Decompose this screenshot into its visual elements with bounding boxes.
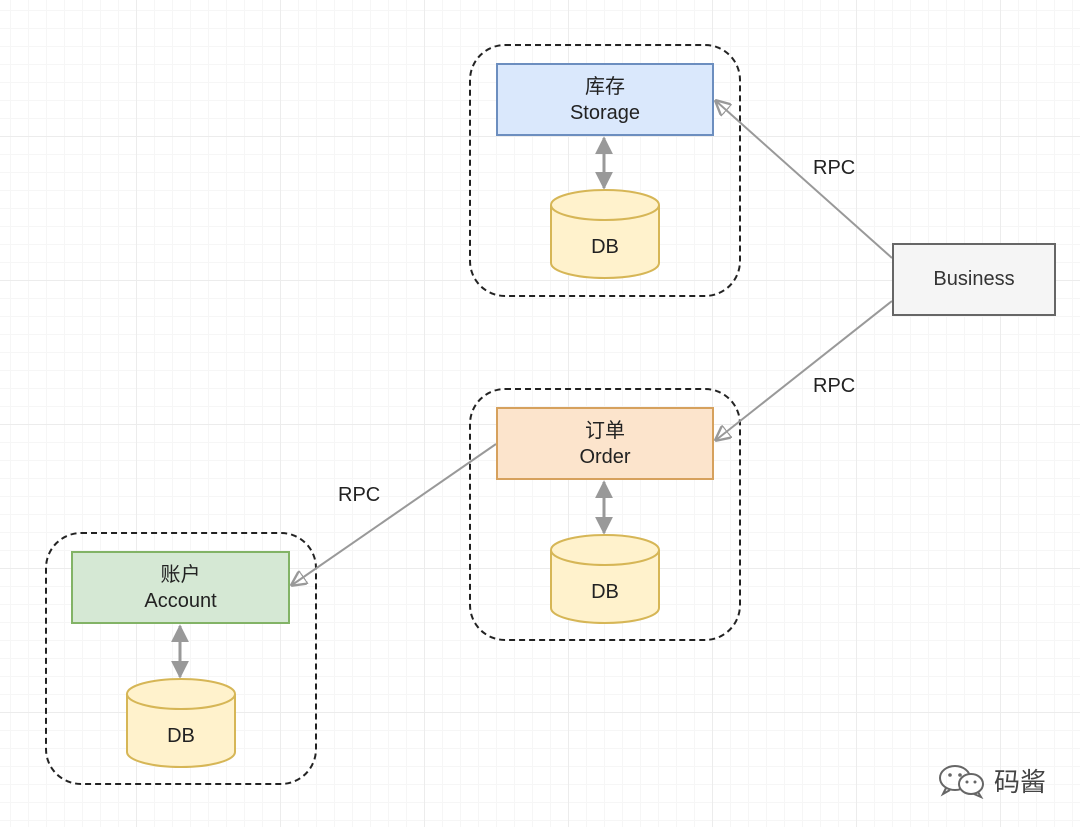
wechat-icon [939,764,984,799]
rpc-label-order: RPC [813,375,856,397]
business-to-order-arrow [716,300,893,440]
account-db-label: DB [167,725,195,747]
account-name-en: Account [144,589,217,612]
order-name-en: Order [579,445,631,468]
business-label: Business [933,268,1015,290]
order-to-account-arrow [292,443,497,585]
business-service: Business [892,243,1056,316]
account-name-zh: 账户 [160,563,201,586]
storage-name-en: Storage [569,101,641,124]
order-db-label: DB [591,581,619,603]
account-group [45,532,317,785]
database-icon [126,678,236,768]
rpc-label-account: RPC [338,484,381,506]
order-service: 订单 Order [496,407,714,480]
account-service: 账户 Account [71,551,290,624]
database-icon [550,534,660,624]
storage-group [469,44,741,297]
business-to-storage-arrow [716,101,893,259]
order-group [469,388,741,641]
rpc-label-storage: RPC [813,157,856,179]
storage-service: 库存 Storage [496,63,714,136]
watermark: 码酱 [936,762,1046,799]
order-name-zh: 订单 [585,419,625,442]
watermark-text: 码酱 [994,768,1047,798]
storage-db-label: DB [591,236,619,258]
account-db: DB [126,678,236,768]
storage-db: DB [550,189,660,279]
database-icon [550,189,660,279]
order-db: DB [550,534,660,624]
storage-name-zh: 库存 [585,75,625,98]
